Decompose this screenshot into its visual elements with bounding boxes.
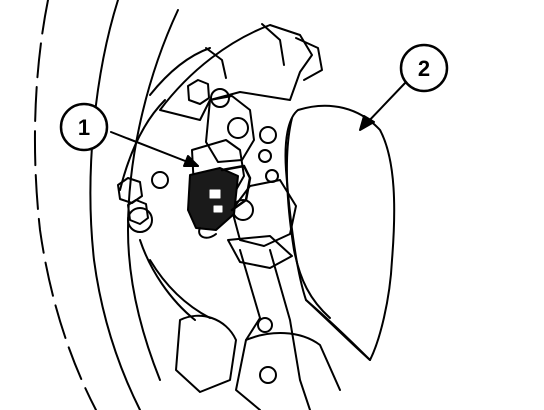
callout-label: 1: [78, 115, 90, 140]
callout-circle: [399, 43, 449, 93]
support-arm: [175, 249, 341, 410]
leader-lines: [110, 81, 407, 167]
callout-1: 1: [59, 102, 109, 152]
cover: [284, 104, 396, 361]
callout-circle: [59, 102, 109, 152]
electrical-connector: [187, 164, 252, 239]
leader-line-2: [363, 81, 407, 127]
arrowhead-1: [183, 155, 199, 167]
mounting-panel: [117, 23, 323, 321]
callout-label: 2: [418, 56, 430, 81]
connector-bracket: [191, 95, 297, 269]
leader-line-1: [110, 131, 199, 167]
arrowhead-2: [359, 115, 375, 131]
housing-outline: [33, 0, 179, 410]
callout-2: 2: [399, 43, 449, 93]
